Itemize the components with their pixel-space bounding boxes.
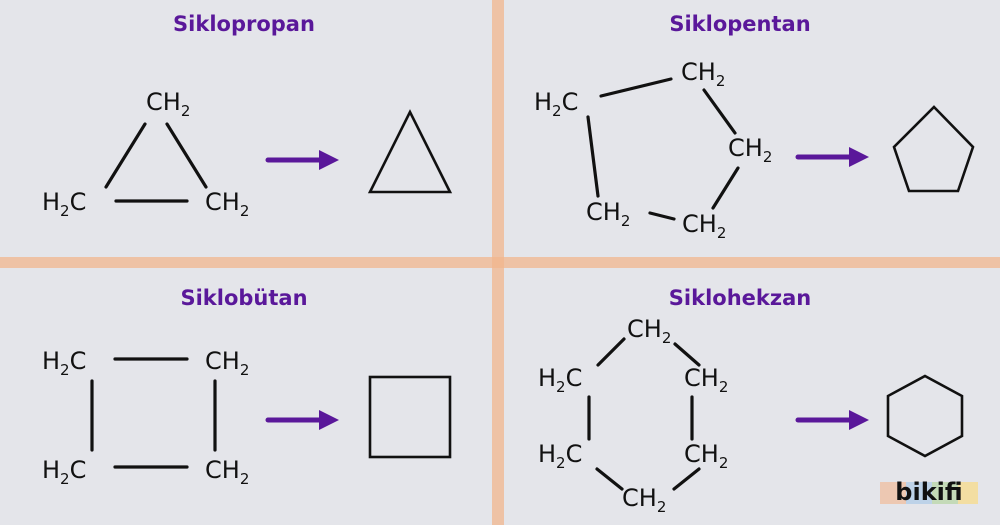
triangle-skeletal-icon — [367, 109, 453, 194]
logo-text: bikifi — [895, 478, 962, 506]
bikifi-logo: bikifi — [880, 478, 978, 506]
hexagon-skeletal-icon — [886, 374, 964, 458]
group-ch2-top: CH2 — [627, 315, 671, 347]
bond — [672, 467, 701, 491]
square-skeletal-icon — [368, 375, 452, 459]
group-ch2-top: CH2 — [146, 88, 190, 120]
panel-cyclobutane: Siklobütan H2C CH2 H2C CH2 — [42, 286, 452, 488]
group-ch2: CH2 — [681, 58, 725, 90]
bond — [702, 88, 737, 135]
panel-title: Siklopentan — [669, 12, 810, 36]
group-h2c: H2C — [42, 347, 86, 379]
logo-bar — [958, 482, 978, 504]
group-ch2: CH2 — [682, 210, 726, 242]
pentagon-skeletal-icon — [892, 105, 975, 193]
group-ch2: CH2 — [205, 456, 249, 488]
group-ch2-right: CH2 — [205, 188, 249, 220]
panel-title: Siklobütan — [180, 286, 307, 310]
group-ch2: CH2 — [205, 347, 249, 379]
bond — [104, 122, 147, 189]
panel-title: Siklopropan — [173, 12, 315, 36]
group-ch2: CH2 — [684, 364, 728, 396]
horizontal-divider — [0, 257, 1000, 268]
bond — [165, 122, 208, 189]
panel-cyclopropane: Siklopropan CH2 H2C CH2 — [42, 12, 453, 220]
group-h2c: H2C — [534, 88, 578, 120]
bond — [673, 342, 701, 367]
group-ch2: CH2 — [684, 440, 728, 472]
bond — [596, 337, 626, 367]
logo-bar — [906, 482, 932, 504]
bond — [711, 166, 740, 210]
group-h2c: H2C — [538, 440, 582, 472]
arrow-icon — [795, 147, 869, 167]
logo-bar — [932, 482, 958, 504]
arrow-icon — [795, 410, 869, 430]
panel-cyclopentane: Siklopentan H2C CH2 CH2 CH2 CH2 — [534, 12, 975, 242]
group-h2c-left: H2C — [42, 188, 86, 220]
panel-cyclohexane: Siklohekzan CH2 H2C CH2 H2C CH2 CH2 — [538, 286, 964, 516]
group-h2c: H2C — [538, 364, 582, 396]
arrow-icon — [265, 410, 339, 430]
group-ch2-bottom: CH2 — [622, 484, 666, 516]
group-h2c: H2C — [42, 456, 86, 488]
panel-title: Siklohekzan — [669, 286, 811, 310]
bond — [595, 467, 624, 491]
bond — [586, 115, 600, 198]
bond — [599, 77, 673, 98]
logo-bar — [880, 482, 906, 504]
bond — [648, 211, 676, 221]
group-ch2: CH2 — [728, 134, 772, 166]
arrow-icon — [265, 150, 339, 170]
group-ch2: CH2 — [586, 198, 630, 230]
